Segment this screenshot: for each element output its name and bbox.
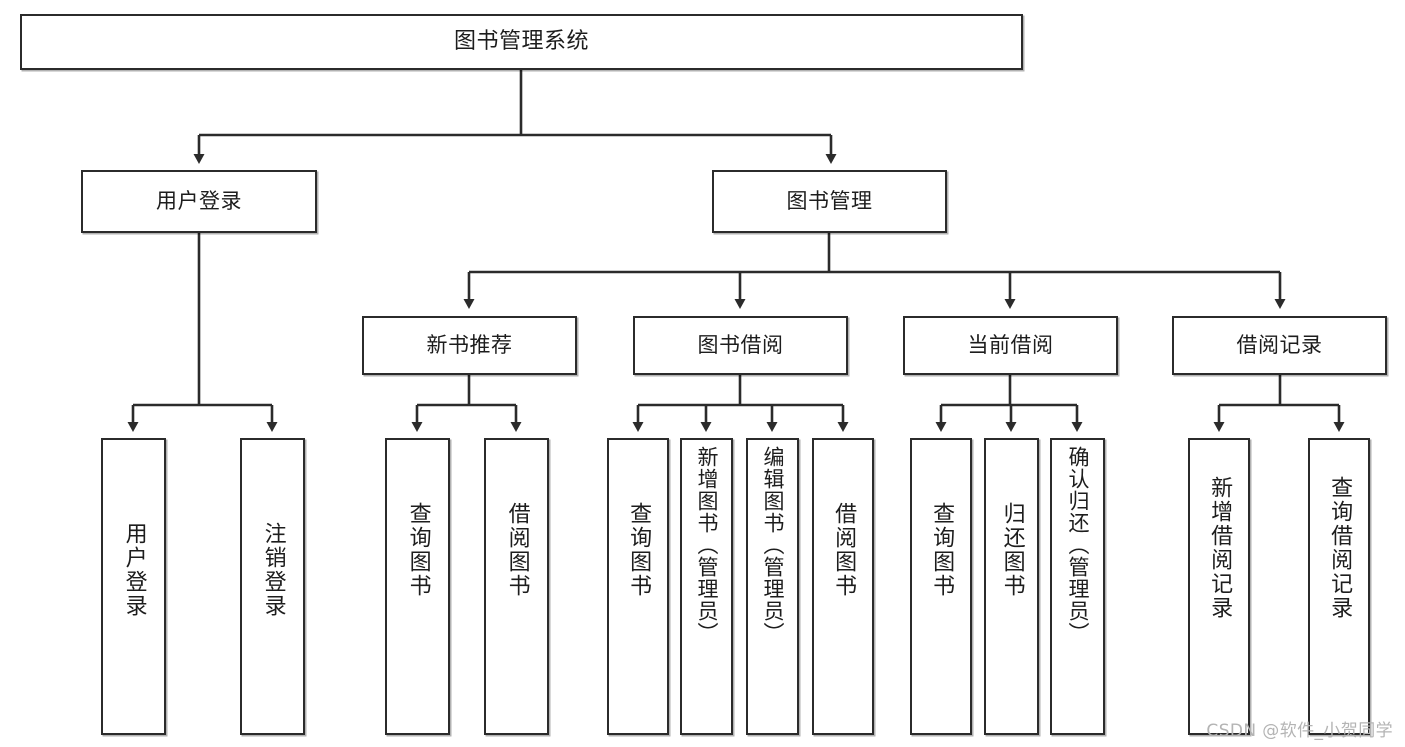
node-label: 新增图书（管理员） — [694, 446, 719, 644]
leaf-return-book[interactable]: 归还图书 — [984, 438, 1039, 735]
node-new-book-recommend[interactable]: 新书推荐 — [362, 316, 577, 375]
node-book-management[interactable]: 图书管理 — [712, 170, 947, 233]
leaf-borrow-book-bb[interactable]: 借阅图书 — [812, 438, 874, 735]
leaf-logout[interactable]: 注销登录 — [240, 438, 305, 735]
node-root-system[interactable]: 图书管理系统 — [20, 14, 1023, 70]
node-label: 查询图书 — [929, 502, 955, 598]
node-label: 编辑图书（管理员） — [760, 446, 785, 644]
watermark-text: CSDN @软件_小贺同学 — [1206, 721, 1393, 741]
leaf-edit-book-admin[interactable]: 编辑图书（管理员） — [746, 438, 799, 735]
node-label: 查询图书 — [626, 502, 652, 598]
leaf-add-book-admin[interactable]: 新增图书（管理员） — [680, 438, 733, 735]
node-book-borrow[interactable]: 图书借阅 — [633, 316, 848, 375]
node-borrow-record[interactable]: 借阅记录 — [1172, 316, 1387, 375]
node-label: 查询借阅记录 — [1327, 476, 1353, 620]
leaf-query-book-bb[interactable]: 查询图书 — [607, 438, 669, 735]
node-label: 新书推荐 — [426, 332, 513, 357]
node-label: 借阅记录 — [1236, 332, 1323, 357]
node-label: 借阅图书 — [831, 502, 857, 598]
leaf-user-login[interactable]: 用户登录 — [101, 438, 166, 735]
node-label: 确认归还（管理员） — [1065, 446, 1090, 644]
node-user-login[interactable]: 用户登录 — [81, 170, 317, 233]
leaf-query-book-nbr[interactable]: 查询图书 — [385, 438, 450, 735]
node-label: 图书借阅 — [697, 332, 784, 357]
node-label: 查询图书 — [405, 502, 431, 598]
leaf-confirm-return-admin[interactable]: 确认归还（管理员） — [1050, 438, 1105, 735]
node-label: 新增借阅记录 — [1207, 476, 1233, 620]
node-label: 用户登录 — [156, 188, 242, 213]
node-label: 图书管理系统 — [453, 28, 589, 54]
node-label: 归还图书 — [999, 502, 1025, 598]
node-label: 借阅图书 — [504, 502, 530, 598]
node-label: 注销登录 — [260, 522, 286, 618]
leaf-query-book-cb[interactable]: 查询图书 — [910, 438, 972, 735]
node-label: 图书管理 — [786, 188, 873, 213]
node-label: 当前借阅 — [967, 332, 1054, 357]
node-label: 用户登录 — [121, 522, 147, 618]
leaf-add-borrow-record[interactable]: 新增借阅记录 — [1188, 438, 1250, 735]
leaf-query-borrow-record[interactable]: 查询借阅记录 — [1308, 438, 1370, 735]
leaf-borrow-book-nbr[interactable]: 借阅图书 — [484, 438, 549, 735]
node-current-borrow[interactable]: 当前借阅 — [903, 316, 1118, 375]
